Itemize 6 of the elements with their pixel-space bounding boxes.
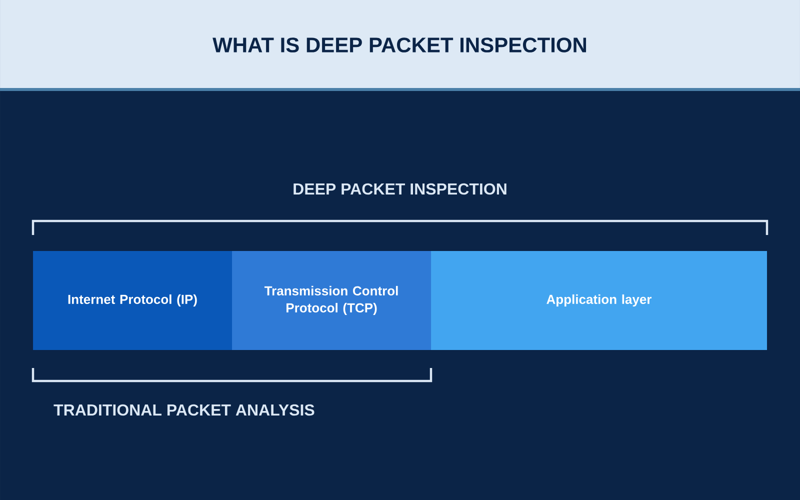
layer-box: Application layer [431, 251, 767, 350]
title: WHAT IS DEEP PACKET INSPECTION [212, 38, 586, 52]
bracket-label: TRADITIONAL PACKET ANALYSIS [54, 404, 314, 416]
layer-box: Internet Protocol (IP) [33, 251, 232, 350]
layer-box: Transmission Control Protocol (TCP) [232, 251, 431, 350]
bracket-label: DEEP PACKET INSPECTION [294, 183, 506, 195]
